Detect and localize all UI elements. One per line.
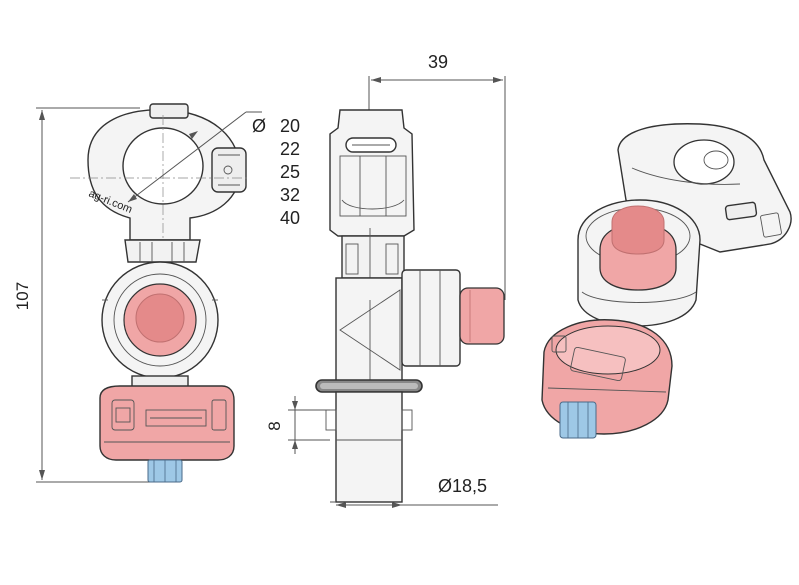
- stem-dimension-label: 8: [265, 421, 284, 430]
- clamp-neck: [124, 239, 201, 263]
- side-pink-cap: [459, 287, 505, 345]
- side-clamp: [329, 109, 415, 237]
- side-body: [335, 277, 403, 385]
- pipe-clamp: ag-ri.com: [70, 103, 262, 241]
- isometric-view: [541, 123, 792, 439]
- pipe-diameter-40: 40: [280, 208, 300, 228]
- width-dimension-label: 39: [428, 52, 448, 72]
- height-arrow-bottom: [39, 470, 45, 480]
- outlet-diameter-label: Ø18,5: [438, 476, 487, 496]
- front-view: 107 ag-ri.com: [13, 103, 300, 483]
- side-view: 39 8: [265, 52, 506, 508]
- height-dimension-label: 107: [13, 282, 32, 310]
- pipe-diameter-25: 25: [280, 162, 300, 182]
- pipe-diameter-symbol: Ø: [252, 116, 266, 136]
- valve-body-front: [101, 261, 219, 379]
- pipe-diameter-20: 20: [280, 116, 300, 136]
- nozzle-cap-front: [99, 375, 235, 483]
- pipe-diameter-32: 32: [280, 185, 300, 205]
- height-arrow-top: [39, 110, 45, 120]
- side-stem: [335, 391, 403, 503]
- pipe-diameter-22: 22: [280, 139, 300, 159]
